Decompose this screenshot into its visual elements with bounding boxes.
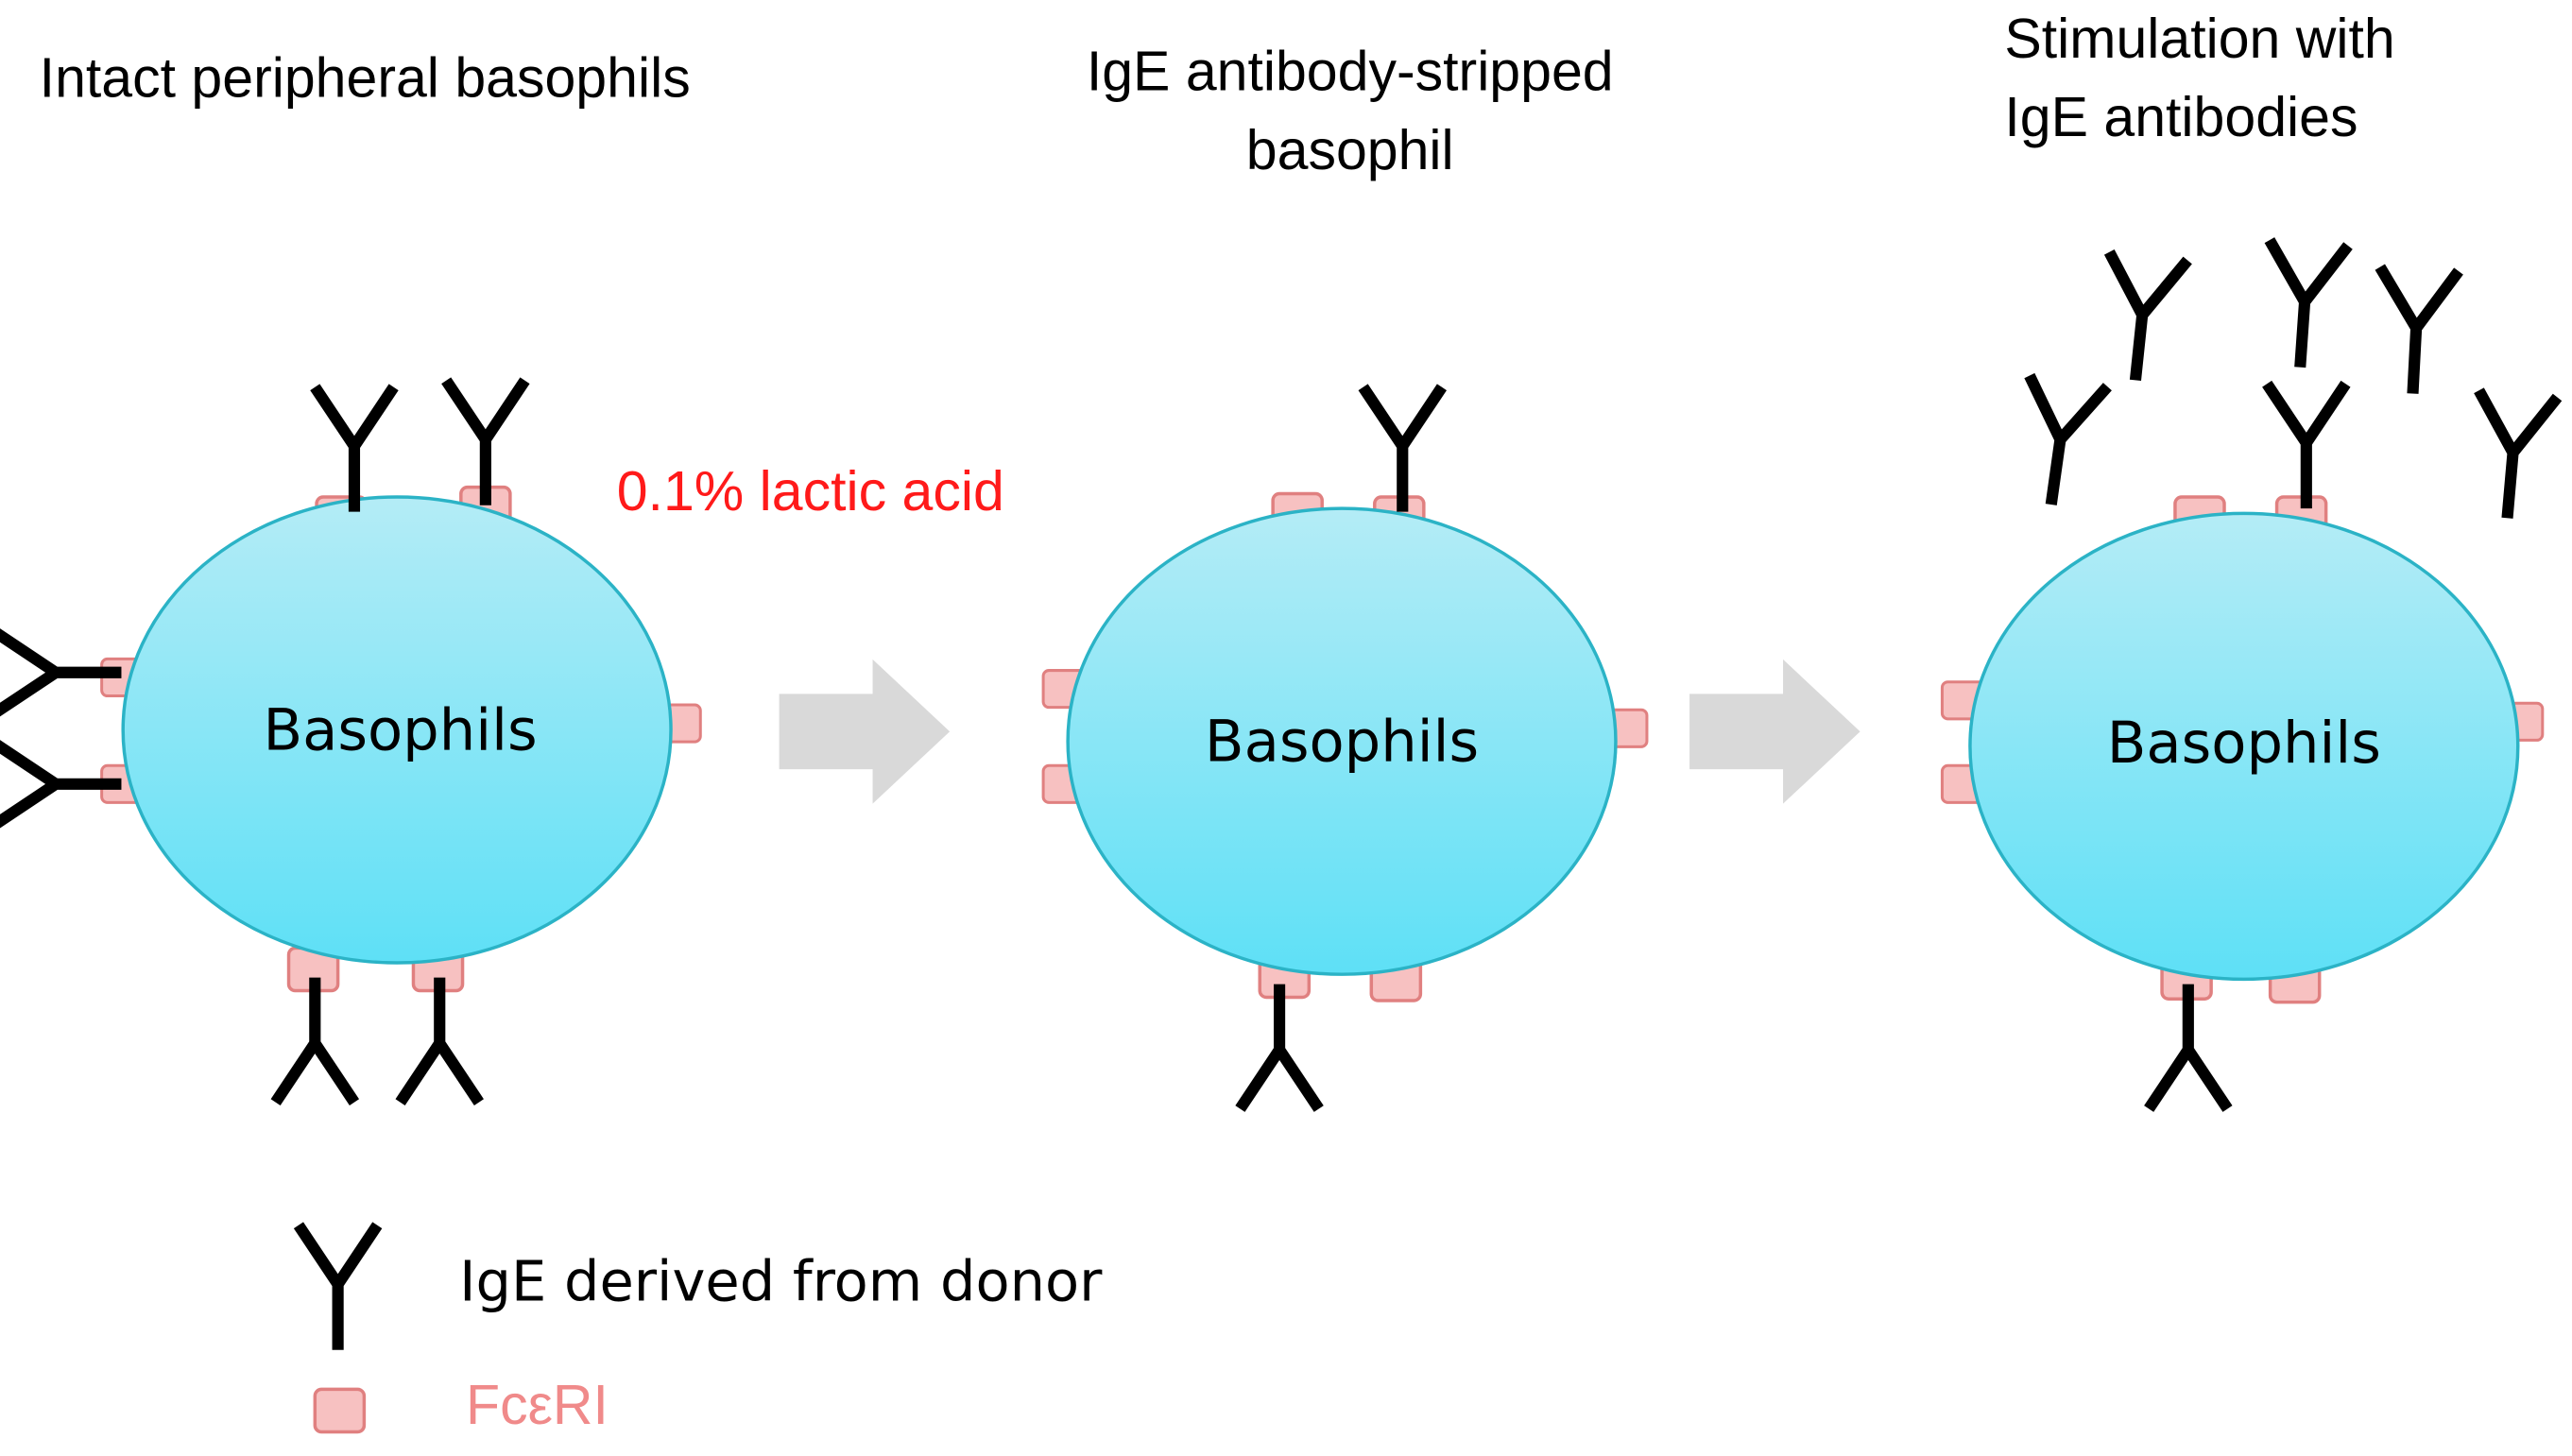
ige-antibody-icon [446, 381, 524, 505]
ige-antibody-icon [2097, 252, 2188, 385]
ige-antibody-icon [0, 745, 121, 823]
basophil-cell [121, 495, 673, 965]
basophil-cell [1968, 511, 2520, 982]
panel1-title: Intact peripheral basophils [39, 47, 691, 111]
stripped-basophil-group [1043, 387, 1649, 1109]
basophil-cell [1066, 506, 1618, 976]
panel2-title-line1: IgE antibody-stripped [1086, 41, 1614, 104]
ige-antibody-icon [315, 387, 393, 512]
ige-antibody-icon [1240, 985, 1318, 1109]
cell-label-stimulated: Basophils [2106, 711, 2381, 778]
legend-fceri-text: FcεRI [466, 1374, 609, 1437]
ige-antibody-icon [2149, 985, 2227, 1109]
treatment-label: 0.1% lactic acid [616, 460, 1004, 523]
ige-antibody-icon [2012, 376, 2107, 510]
legend-fceri-receptor-icon [315, 1389, 364, 1431]
panel2-title-line2: basophil [1245, 119, 1454, 182]
ige-antibody-icon [2374, 267, 2459, 396]
stimulated-basophil-group [1942, 240, 2557, 1108]
ige-antibody-icon [2468, 390, 2558, 522]
ige-antibody-icon [401, 978, 479, 1103]
panel3-title-line2: IgE antibodies [2004, 87, 2358, 149]
ige-antibody-icon [2261, 240, 2348, 369]
cell-label-intact: Basophils [263, 698, 538, 764]
process-arrow-icon [779, 659, 951, 804]
panel3-title: Stimulation with IgE antibodies [2004, 0, 2394, 158]
process-arrow-icon [1689, 659, 1860, 804]
ige-antibody-icon [0, 633, 121, 711]
intact-basophil-group [0, 381, 703, 1103]
panel2-title: IgE antibody-stripped basophil [1017, 33, 1683, 191]
cell-label-stripped: Basophils [1204, 710, 1480, 777]
legend-ige-antibody-icon [299, 1225, 377, 1350]
legend-ige-text: IgE derived from donor [459, 1249, 1103, 1316]
panel3-title-line1: Stimulation with [2004, 8, 2395, 71]
ige-antibody-icon [1363, 387, 1442, 512]
ige-antibody-icon [276, 978, 354, 1103]
ige-antibody-icon [2267, 384, 2345, 508]
